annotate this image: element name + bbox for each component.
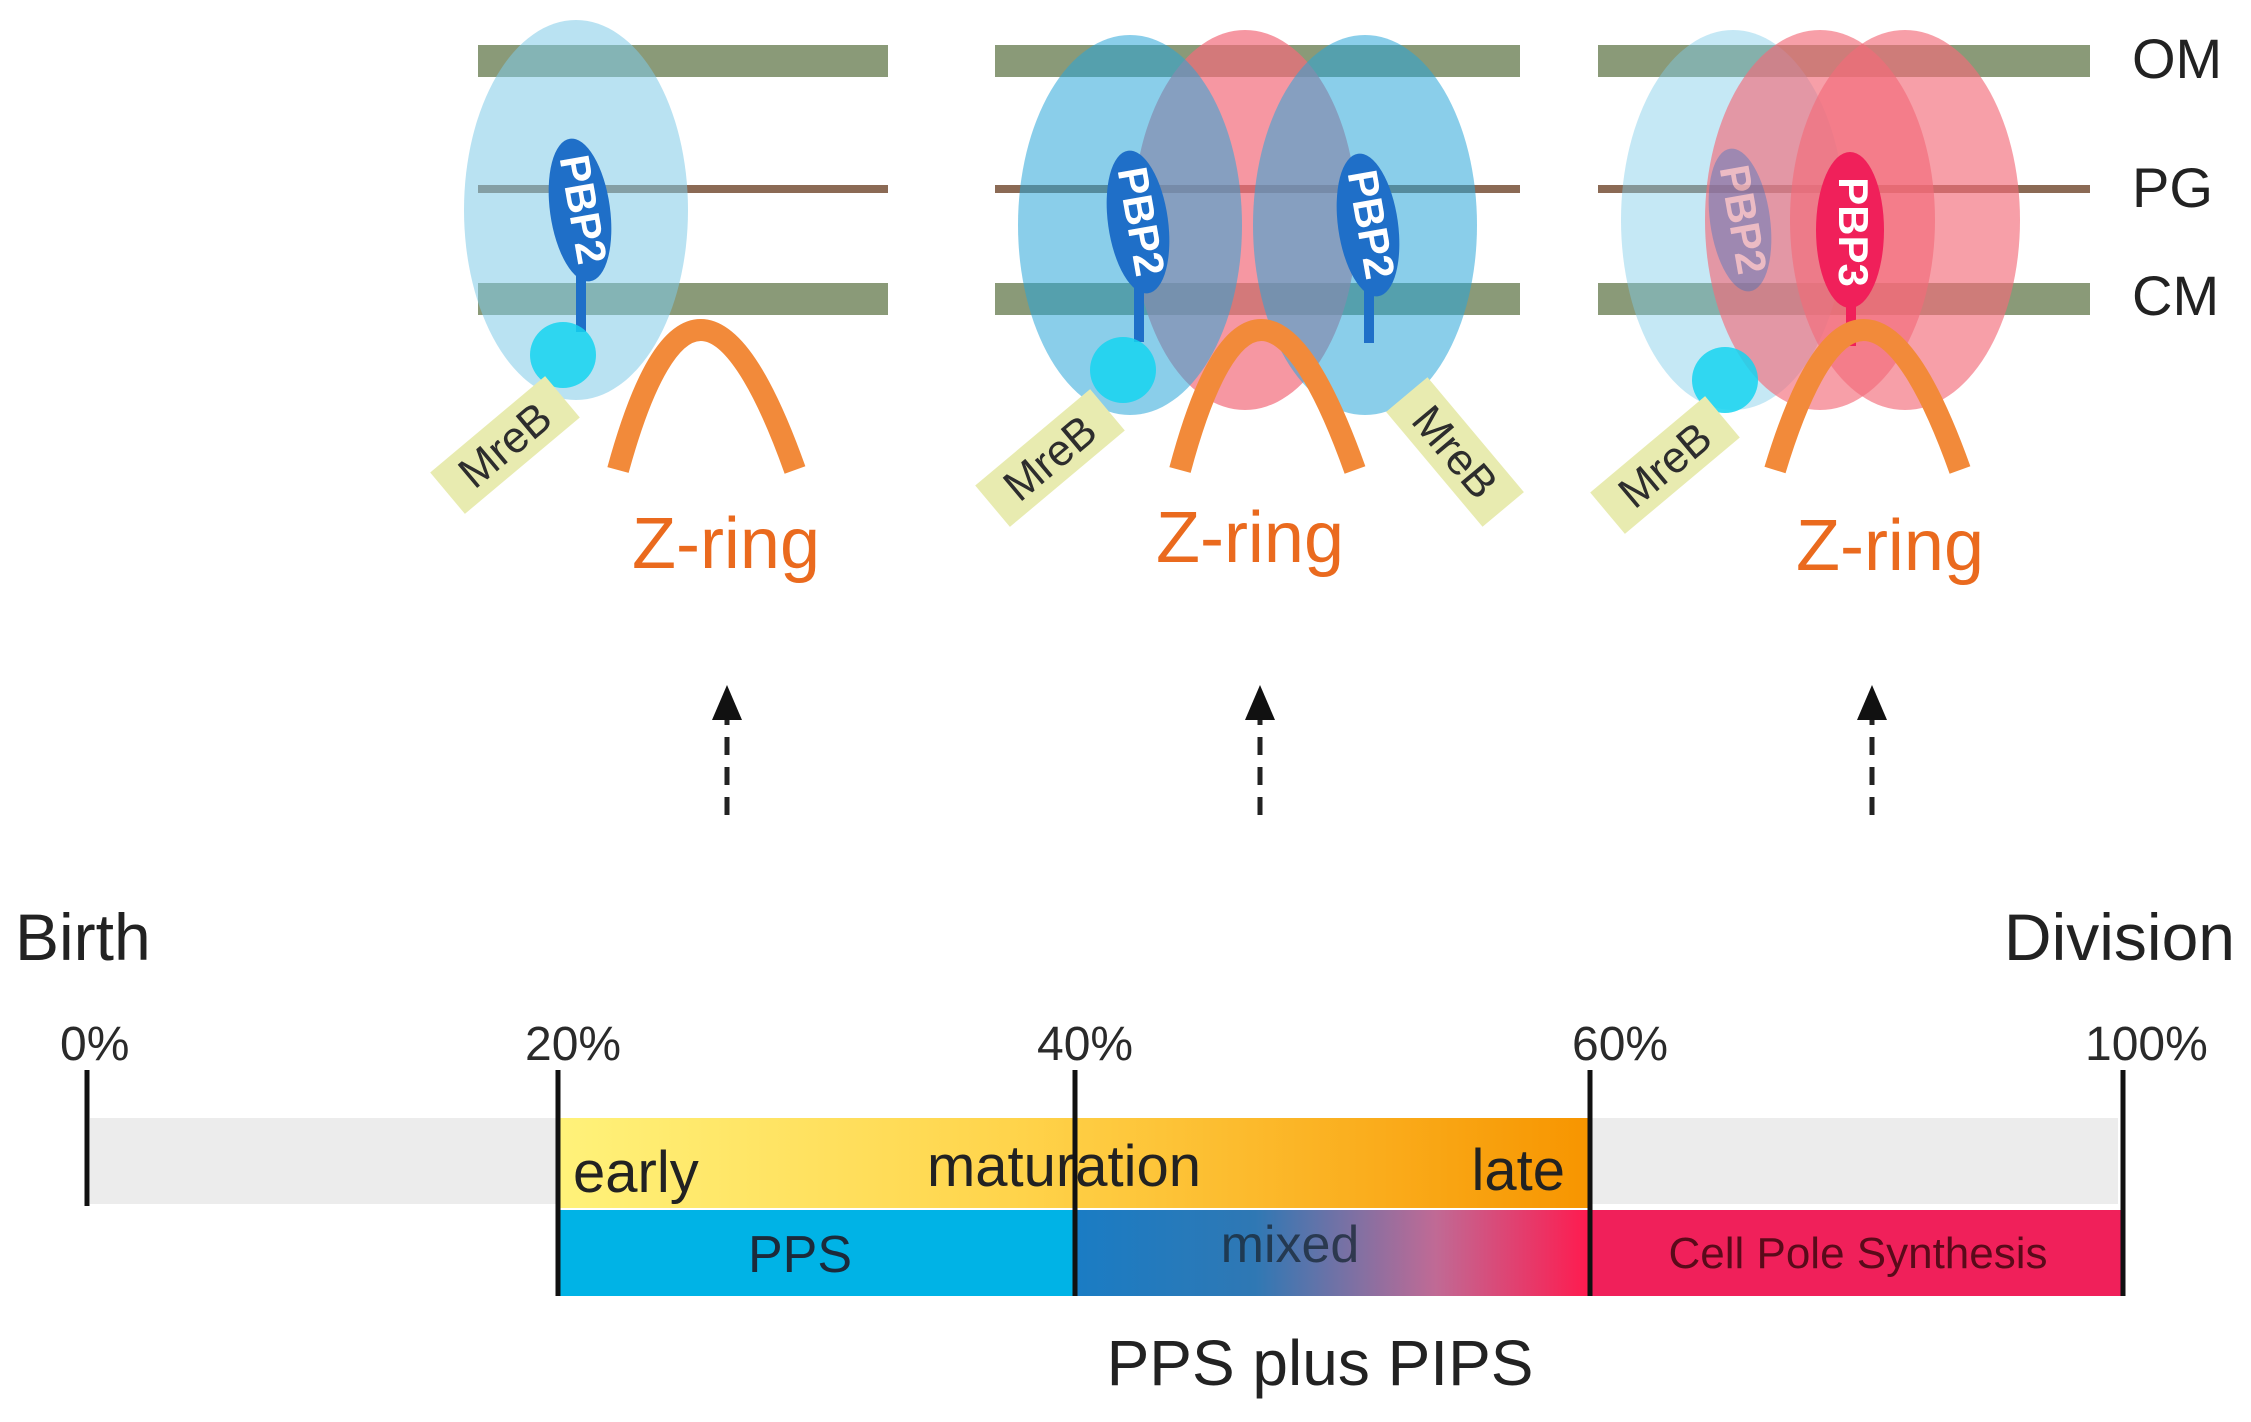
timeline-track-post: [1590, 1118, 2118, 1204]
stage-arrow-2: [1245, 685, 1275, 815]
tick-label-20: 20%: [525, 1018, 621, 1071]
z-ring-label: Z-ring: [1796, 506, 1984, 586]
mreb-filament: MreB: [430, 376, 580, 514]
mode-cell-pole-label: Cell Pole Synthesis: [1668, 1229, 2047, 1278]
z-ring-arc: [1764, 319, 1971, 474]
mreb-filament-left: MreB: [975, 389, 1125, 527]
tick-label-100: 100%: [2085, 1018, 2208, 1071]
pps-mode-bar: [560, 1210, 1075, 1296]
panel-division-stage: PBP2 PBP3 MreB Z-ring: [1590, 30, 2090, 586]
tick-label-40: 40%: [1037, 1018, 1133, 1071]
pbp2-protein: PBP2: [548, 138, 616, 332]
mreb-filament: MreB: [1590, 396, 1740, 534]
pbp2-protein-right: PBP2: [1336, 153, 1404, 343]
timeline-track-pre: [90, 1118, 558, 1204]
panel-birth-stage: PBP2 MreB Z-ring: [430, 20, 888, 584]
panel-maturation-stage: PBP2 PBP2 MreB MreB Z-ring: [975, 30, 1524, 578]
cell-pole-mode-bar: [1590, 1210, 2125, 1296]
pg-label: PG: [2132, 156, 2213, 219]
pbp2-protein-faded: PBP2: [1708, 148, 1776, 292]
stage-arrow-1: [712, 685, 742, 815]
pbp3-label: PBP3: [1830, 177, 1877, 287]
mixed-mode-bar: [1075, 1210, 1590, 1296]
mreb-binding-sphere: [1692, 347, 1758, 413]
mreb-binding-sphere: [530, 322, 596, 388]
z-ring-label: Z-ring: [632, 504, 820, 584]
mreb-binding-sphere: [1090, 337, 1156, 403]
z-ring-arc: [1169, 319, 1366, 474]
tick-label-60: 60%: [1572, 1018, 1668, 1071]
z-ring-label: Z-ring: [1156, 498, 1344, 578]
om-label: OM: [2132, 27, 2222, 90]
phase-late-label: late: [1471, 1138, 1565, 1203]
stage-arrow-3: [1857, 685, 1887, 815]
tick-label-0: 0%: [60, 1018, 129, 1071]
mode-mixed-label: mixed: [1221, 1216, 1360, 1274]
division-label: Division: [2004, 900, 2235, 974]
cm-label: CM: [2132, 264, 2219, 327]
mreb-filament-right: MreB: [1386, 377, 1524, 527]
timeline-caption: PPS plus PIPS: [1107, 1327, 1534, 1399]
phase-maturation-label: maturation: [927, 1134, 1201, 1199]
mode-pps-label: PPS: [748, 1226, 852, 1284]
phase-early-label: early: [573, 1140, 699, 1205]
z-ring-arc: [607, 319, 806, 474]
birth-label: Birth: [15, 900, 151, 974]
